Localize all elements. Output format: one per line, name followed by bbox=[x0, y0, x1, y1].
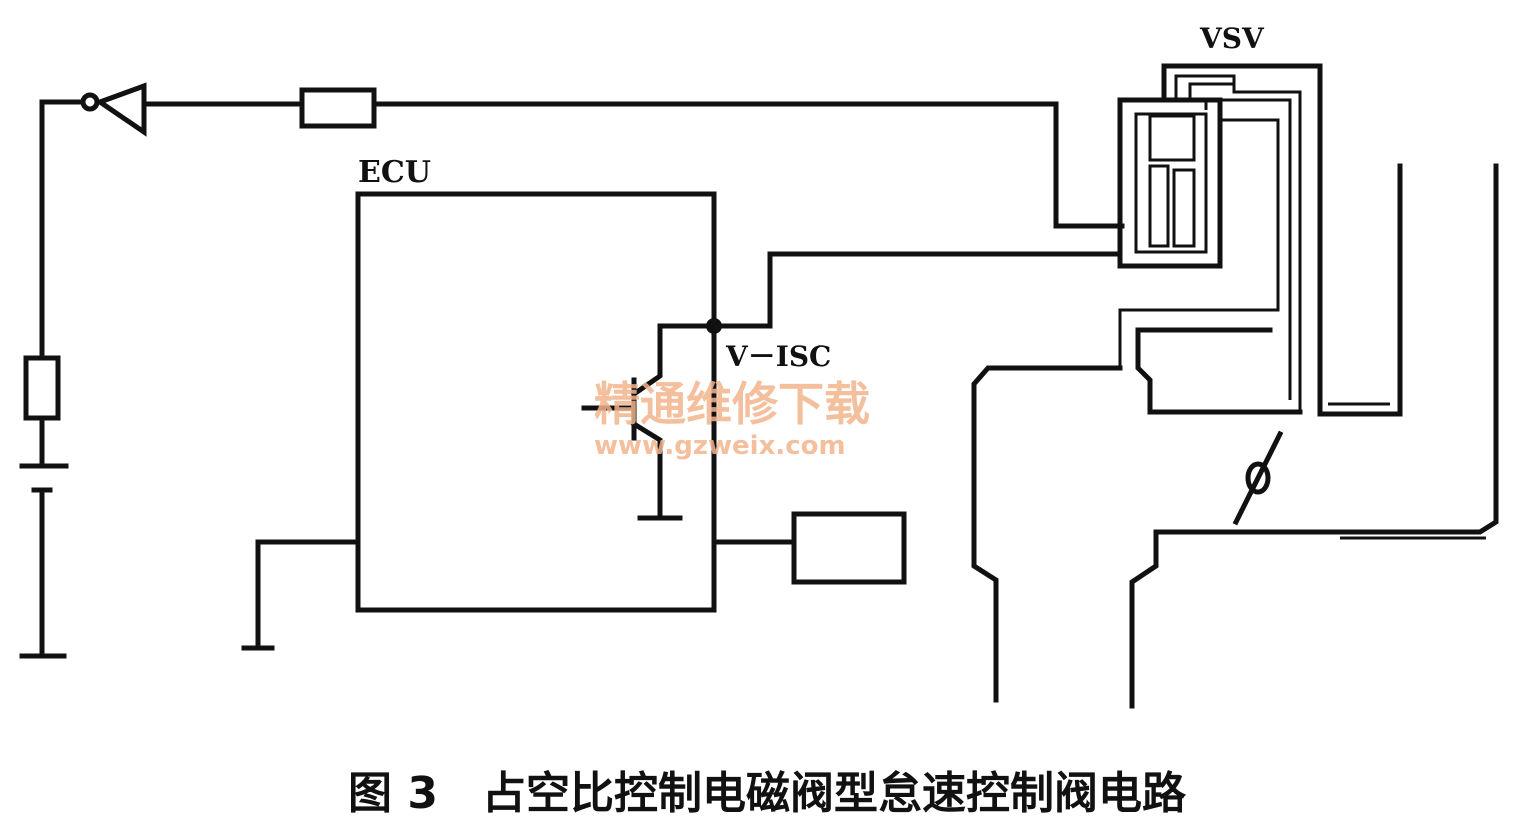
air-passage-inner bbox=[1204, 98, 1292, 400]
fuse-top bbox=[299, 87, 377, 129]
watermark-line2: www.gzweix.com bbox=[594, 431, 846, 461]
supply-circuit bbox=[19, 82, 1125, 659]
intake-wall-left bbox=[971, 365, 1123, 703]
sensor-box bbox=[791, 511, 907, 585]
ignition-switch bbox=[94, 82, 147, 137]
watermark-line1: 精通维修下载 bbox=[594, 377, 870, 431]
transistor-emitter bbox=[630, 420, 663, 521]
ecu-unit: ECU V－ISC bbox=[241, 155, 1123, 651]
bypass-channel-bottom bbox=[1135, 327, 1303, 415]
throttle-shaft bbox=[1245, 461, 1271, 495]
air-passage-top bbox=[1174, 74, 1236, 100]
ecu-box bbox=[355, 191, 717, 613]
air-passage-mid bbox=[1188, 82, 1302, 410]
intake-wall-right bbox=[1129, 163, 1499, 709]
throttle-body bbox=[971, 163, 1499, 709]
transistor-collector bbox=[630, 323, 717, 398]
vsv-inner bbox=[1134, 112, 1208, 254]
vsv-valve: VSV bbox=[1117, 22, 1403, 417]
throttle-plate bbox=[1232, 430, 1284, 526]
vsv-coil-left bbox=[1148, 164, 1170, 248]
wire-fuse-to-switch bbox=[39, 99, 85, 361]
v-isc-label: V－ISC bbox=[725, 340, 831, 373]
vsv-coil-right bbox=[1172, 168, 1196, 248]
ecu-label: ECU bbox=[358, 155, 431, 190]
air-passage-outer bbox=[1161, 63, 1403, 417]
watermark: 精通维修下载 www.gzweix.com bbox=[594, 377, 870, 461]
bypass-channel bbox=[1118, 118, 1280, 368]
switch-contact bbox=[80, 92, 100, 112]
wire-fuse-to-vsv bbox=[371, 101, 1125, 229]
wire-ecu-ground bbox=[255, 539, 361, 651]
vsv-plunger bbox=[1148, 114, 1196, 162]
fuse-left bbox=[23, 355, 61, 421]
vsv-body bbox=[1117, 97, 1223, 269]
vsv-label: VSV bbox=[1199, 22, 1265, 55]
figure-caption: 图 3 占空比控制电磁阀型怠速控制阀电路 bbox=[348, 768, 1187, 819]
wire-visc-to-vsv bbox=[711, 251, 1123, 329]
